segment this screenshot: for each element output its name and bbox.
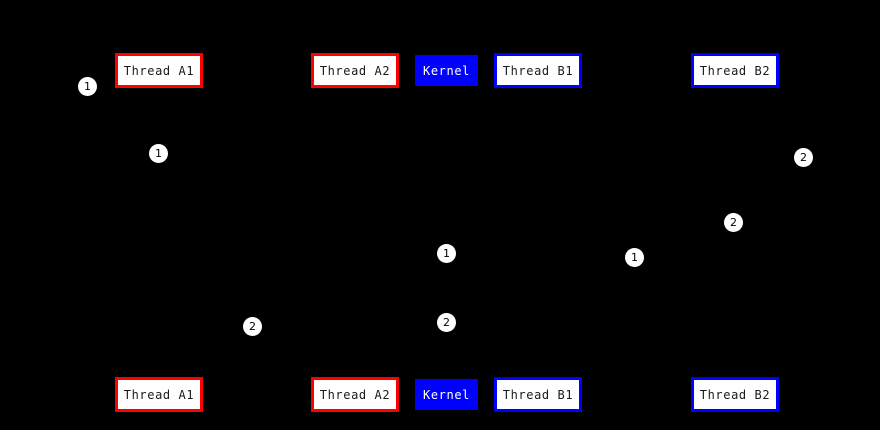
message-line-3 [446,255,538,256]
message-line-2 [446,222,734,223]
lifeline-stroke-kernel [446,86,447,377]
lifeline-head-thread-a2[interactable]: Thread A2 [311,53,399,88]
message-badge-2[interactable]: 1 [149,144,168,163]
lifeline-foot-thread-b1[interactable]: Thread B1 [494,377,582,412]
message-badge-8-label: 2 [443,316,450,329]
message-badge-6[interactable]: 1 [625,248,644,267]
lifeline-foot-kernel-label: Kernel [423,387,470,402]
message-badge-4-label: 2 [730,216,737,229]
message-badge-3-label: 2 [800,151,807,164]
lifeline-head-thread-a2-label: Thread A2 [319,63,391,78]
message-badge-4[interactable]: 2 [724,213,743,232]
lifeline-stroke-b1 [538,88,539,377]
lifeline-head-thread-b2-label: Thread B2 [699,63,771,78]
message-badge-6-label: 1 [631,251,638,264]
lifeline-foot-thread-b2[interactable]: Thread B2 [691,377,779,412]
lifeline-head-thread-b1-label: Thread B1 [502,63,574,78]
lifeline-foot-thread-a1[interactable]: Thread A1 [115,377,203,412]
lifeline-stroke-a2 [355,88,356,377]
lifeline-head-thread-a1[interactable]: Thread A1 [115,53,203,88]
message-badge-5-label: 1 [443,247,450,260]
message-badge-3[interactable]: 2 [794,148,813,167]
message-badge-2-label: 1 [155,147,162,160]
message-badge-1[interactable]: 1 [78,77,97,96]
lifeline-head-thread-a1-label: Thread A1 [123,63,195,78]
lifeline-head-kernel[interactable]: Kernel [415,55,478,86]
message-line-1 [159,153,446,154]
message-line-4 [355,324,446,325]
lifeline-foot-kernel[interactable]: Kernel [415,379,478,410]
message-badge-1-label: 1 [84,80,91,93]
lifeline-foot-thread-a2[interactable]: Thread A2 [311,377,399,412]
lifeline-head-thread-b1[interactable]: Thread B1 [494,53,582,88]
lifeline-foot-thread-a2-label: Thread A2 [319,387,391,402]
lifeline-foot-thread-a1-label: Thread A1 [123,387,195,402]
lifeline-stroke-a1 [159,88,160,377]
lifeline-head-thread-b2[interactable]: Thread B2 [691,53,779,88]
message-badge-7-label: 2 [249,320,256,333]
lifeline-head-kernel-label: Kernel [423,63,470,78]
message-badge-8[interactable]: 2 [437,313,456,332]
message-badge-5[interactable]: 1 [437,244,456,263]
lifeline-foot-thread-b1-label: Thread B1 [502,387,574,402]
lifeline-foot-thread-b2-label: Thread B2 [699,387,771,402]
lifeline-stroke-b2 [734,88,735,377]
message-badge-7[interactable]: 2 [243,317,262,336]
